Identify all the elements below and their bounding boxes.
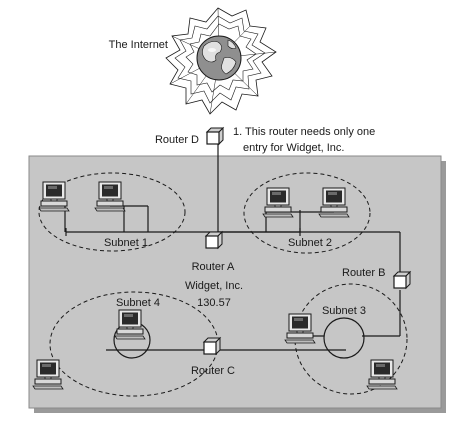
subnet-4-label: Subnet 4 (116, 297, 160, 309)
router-c-label: Router C (191, 365, 235, 377)
subnet-3-boundary (294, 283, 408, 395)
network-address: 130.57 (197, 297, 231, 309)
network-name: Widget, Inc. (185, 280, 243, 292)
router-b-label: Router B (342, 267, 385, 279)
note-line-1: 1. This router needs only one (233, 126, 375, 138)
router-d-icon (206, 127, 224, 145)
subnet-2-label: Subnet 2 (288, 237, 332, 249)
router-a-label: Router A (192, 261, 235, 273)
router-a-icon (205, 231, 223, 249)
router-c-icon (203, 337, 221, 355)
router-b-icon (393, 271, 411, 289)
internet-label: The Internet (109, 39, 168, 51)
subnet-1-label: Subnet 1 (104, 237, 148, 249)
subnet-3-ring (323, 317, 365, 359)
globe-icon (196, 35, 242, 81)
router-d-label: Router D (155, 134, 199, 146)
subnet-2-boundary (243, 172, 371, 254)
note-line-2: entry for Widget, Inc. (243, 142, 344, 154)
subnet-1-boundary (38, 172, 186, 252)
subnet-3-label: Subnet 3 (322, 305, 366, 317)
